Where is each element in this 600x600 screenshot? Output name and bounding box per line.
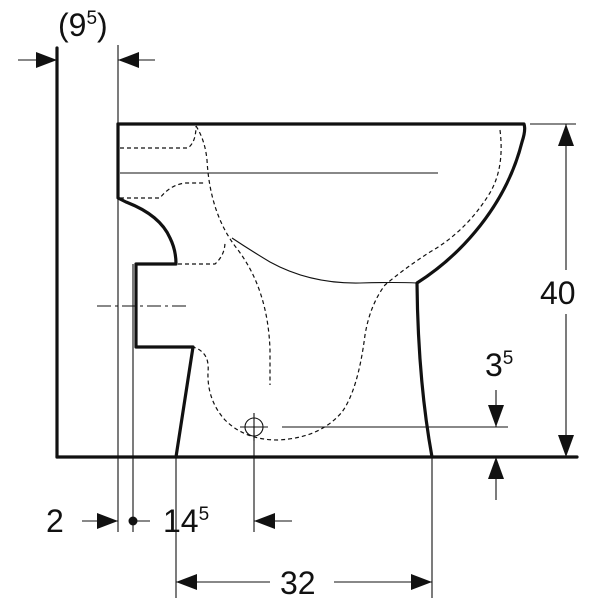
- arrow-up-icon: [488, 457, 504, 479]
- bowl-inner-curve: [231, 237, 418, 284]
- arrow-left-icon: [118, 52, 139, 68]
- arrow-down-icon: [488, 405, 504, 427]
- depth-label: 32: [280, 565, 316, 600]
- wall-clearance-exp: 5: [86, 8, 97, 29]
- outlet-height-exp: 5: [503, 348, 514, 369]
- svg-text:145: 145: [163, 503, 209, 539]
- arrow-right-icon: [36, 52, 57, 68]
- wall-clearance-base: (9: [58, 7, 86, 43]
- hidden-contours: [120, 125, 502, 441]
- gap-label: 2: [46, 503, 64, 539]
- wall-and-floor: [55, 46, 579, 459]
- siphon-dashed: [178, 241, 226, 265]
- extension-lines: [117, 45, 576, 598]
- dim-depth: 32: [176, 562, 432, 600]
- toilet-interior: [120, 172, 508, 532]
- inlet-channel-upper: [120, 125, 197, 149]
- arrow-down-icon: [558, 435, 574, 457]
- height-label: 40: [540, 275, 576, 311]
- dim-height: 40: [535, 124, 591, 457]
- dim-outlet-height: 35: [485, 347, 513, 500]
- arrow-left-icon: [176, 574, 197, 590]
- outlet-offset-exp: 5: [199, 504, 210, 525]
- dim-wall-clearance: (95): [18, 7, 155, 68]
- toilet-rim-and-front: [116, 122, 527, 459]
- dim-gap: 2: [46, 503, 138, 539]
- arrow-left-icon: [254, 513, 275, 529]
- wall-clearance-close: ): [97, 7, 108, 43]
- outlet-offset-base: 14: [163, 503, 199, 539]
- bowl-inner-dashed: [192, 129, 502, 441]
- toilet-rear-profile: [116, 122, 195, 459]
- arrow-right-icon: [97, 513, 118, 529]
- outlet-center-symbol: [240, 413, 268, 441]
- toilet-outline: [116, 122, 527, 459]
- arrow-right-icon: [411, 574, 432, 590]
- dim-outlet-offset: 145: [133, 503, 292, 539]
- trap-front-wall: [120, 182, 206, 199]
- trap-rear-wall: [195, 125, 271, 385]
- outlet-height-base: 3: [485, 347, 503, 383]
- svg-text:(95): (95): [58, 7, 108, 43]
- arrow-up-icon: [558, 124, 574, 146]
- svg-text:35: 35: [485, 347, 513, 383]
